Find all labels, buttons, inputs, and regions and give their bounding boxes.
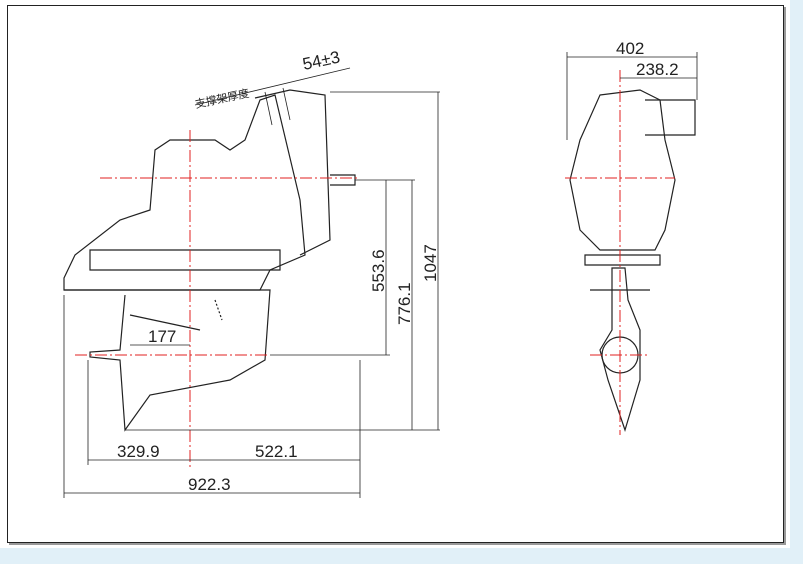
dim-329: 329.9 xyxy=(117,442,160,461)
background-strip-bottom xyxy=(0,548,803,564)
side-view-outline xyxy=(63,89,356,432)
dim-776: 776.1 xyxy=(395,282,414,325)
dim-1047: 1047 xyxy=(421,244,440,282)
dim-522: 522.1 xyxy=(255,442,298,461)
dim-922: 922.3 xyxy=(188,475,231,494)
drawing-frame xyxy=(7,5,784,543)
rear-view-centerlines xyxy=(565,70,675,435)
dim-238: 238.2 xyxy=(636,60,679,79)
rear-view-outline xyxy=(569,89,696,432)
dim-402: 402 xyxy=(616,39,644,58)
background-strip-right xyxy=(790,0,803,564)
support-thickness-label: 支撑架厚度 xyxy=(194,86,251,111)
rear-view-dimensions xyxy=(566,52,698,140)
dim-553: 553.6 xyxy=(369,249,388,292)
side-view-dimensions xyxy=(63,67,440,498)
dim-support: 54±3 xyxy=(301,47,342,73)
side-view-centerlines xyxy=(75,130,360,470)
dim-177: 177 xyxy=(148,327,176,346)
